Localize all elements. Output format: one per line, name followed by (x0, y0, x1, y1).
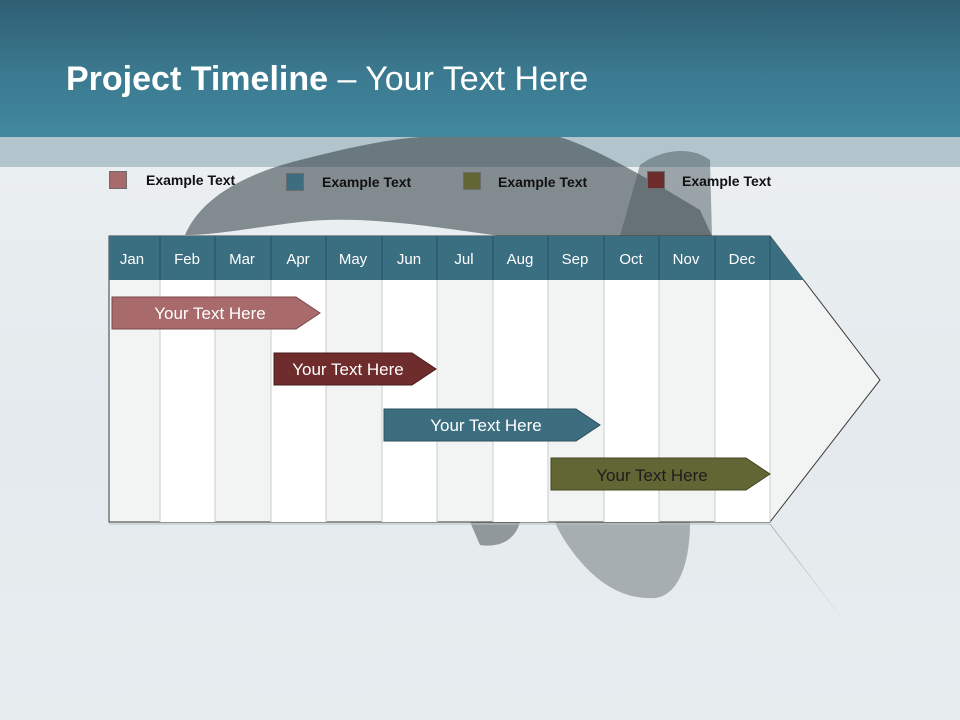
task-arrow-3 (383, 408, 601, 442)
month-label-jun: Jun (397, 251, 421, 268)
page-title: Project Timeline – Your Text Here (66, 60, 588, 99)
legend-swatch-3 (463, 172, 481, 190)
month-label-nov: Nov (673, 251, 700, 268)
legend-swatch-1 (109, 171, 127, 189)
legend-swatch-2 (286, 173, 304, 191)
column-jun (382, 280, 437, 522)
legend-label-2: Example Text (322, 174, 412, 190)
legend-label-3: Example Text (498, 174, 588, 190)
month-label-dec: Dec (729, 251, 756, 268)
task-arrow-2 (273, 352, 437, 386)
month-label-mar: Mar (229, 251, 255, 268)
legend-label-1: Example Text (146, 172, 236, 188)
task-label-4: Your Text Here (596, 466, 708, 485)
month-band-dividers (159, 236, 771, 280)
legend-swatch-4 (647, 171, 665, 189)
task-label-3: Your Text Here (430, 416, 542, 435)
month-label-sep: Sep (562, 251, 589, 268)
column-aug (493, 280, 548, 522)
month-label-oct: Oct (619, 251, 643, 268)
month-band (109, 236, 804, 280)
task-label-1: Your Text Here (154, 304, 266, 323)
month-label-jul: Jul (454, 251, 473, 268)
month-label-jan: Jan (120, 251, 144, 268)
timeline-reflection (109, 523, 846, 625)
task-label-2: Your Text Here (292, 360, 404, 379)
task-arrow-4 (550, 457, 771, 491)
month-label-aug: Aug (507, 251, 534, 268)
month-label-apr: Apr (286, 251, 309, 268)
month-label-may: May (339, 251, 368, 268)
title-rest: – Your Text Here (328, 60, 589, 98)
legend-label-4: Example Text (682, 173, 772, 189)
month-label-feb: Feb (174, 251, 200, 268)
title-bold: Project Timeline (66, 60, 329, 98)
task-arrow-1 (111, 296, 321, 330)
header-band (0, 0, 960, 137)
